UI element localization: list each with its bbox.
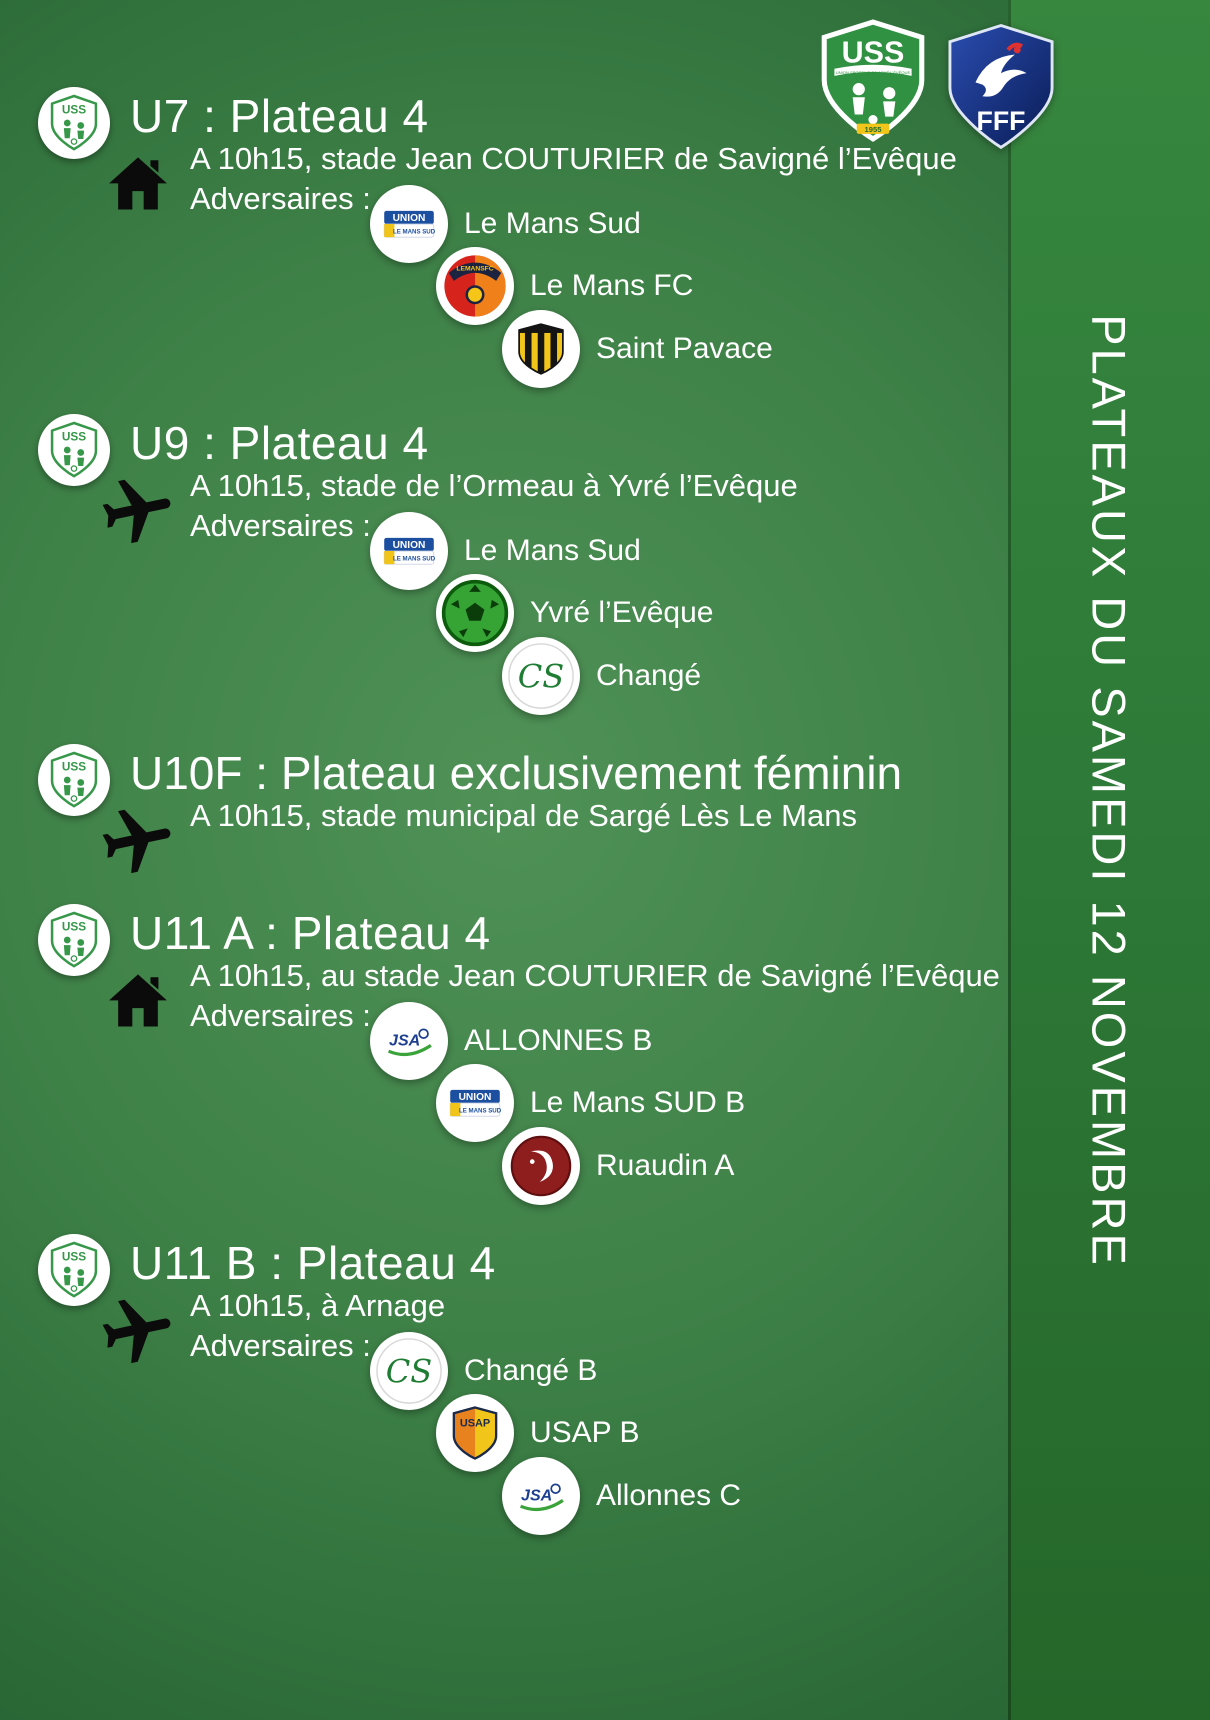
- saint-pavace-logo: [502, 310, 580, 388]
- jsa-allonnes-logo: [370, 1002, 448, 1080]
- opponent-name: Changé: [596, 659, 702, 692]
- opponent-row: Allonnes C: [502, 1457, 741, 1535]
- usap-logo: [436, 1394, 514, 1472]
- adversaires-label: Adversaires :: [190, 508, 371, 543]
- plane-icon: [86, 798, 190, 884]
- section-u11b: U11 B : Plateau 4 A 10h15, à Arnage Adve…: [38, 1232, 1003, 1552]
- opponent-name: Le Mans Sud: [464, 207, 641, 240]
- opponent-row: Yvré l’Evêque: [436, 574, 713, 652]
- jsa-allonnes-logo: [502, 1457, 580, 1535]
- venue-text: A 10h15, stade Jean COUTURIER de Savigné…: [190, 141, 957, 176]
- uss-badge: [38, 414, 110, 486]
- change-logo: [370, 1332, 448, 1410]
- opponent-row: Ruaudin A: [502, 1127, 734, 1205]
- venue-text: A 10h15, à Arnage: [190, 1288, 446, 1323]
- opponent-row: Le Mans FC: [436, 247, 693, 325]
- opponent-row: Changé: [502, 637, 701, 715]
- venue-text: A 10h15, stade de l’Ormeau à Yvré l’Evêq…: [190, 468, 798, 503]
- plane-icon: [86, 1288, 190, 1374]
- opponent-name: Saint Pavace: [596, 332, 773, 365]
- le-mans-sud-logo: [370, 512, 448, 590]
- opponent-row: Le Mans SUD B: [436, 1064, 745, 1142]
- le-mans-fc-logo: [436, 247, 514, 325]
- sidebar-date-title: PLATEAUX DU SAMEDI 12 NOVEMBRE: [1082, 314, 1136, 1268]
- uss-badge: [38, 1234, 110, 1306]
- le-mans-sud-logo: [370, 185, 448, 263]
- yvre-leveque-logo: [436, 574, 514, 652]
- change-logo: [502, 637, 580, 715]
- opponent-name: USAP B: [530, 1416, 640, 1449]
- section-u9: U9 : Plateau 4 A 10h15, stade de l’Ormea…: [38, 412, 1003, 732]
- venue-text: A 10h15, stade municipal de Sargé Lès Le…: [190, 798, 857, 833]
- fff-shield-icon: [942, 22, 1060, 152]
- section-title: U9 : Plateau 4: [130, 417, 429, 469]
- opponent-name: Le Mans SUD B: [530, 1086, 746, 1119]
- adversaires-label: Adversaires :: [190, 181, 371, 216]
- section-title: U7 : Plateau 4: [130, 90, 429, 142]
- ruaudin-logo: [502, 1127, 580, 1205]
- opponent-row: Changé B: [370, 1332, 597, 1410]
- opponent-name: Le Mans FC: [530, 269, 694, 302]
- plane-icon: [86, 468, 190, 554]
- opponent-name: Allonnes C: [596, 1479, 742, 1512]
- section-details: A 10h15, stade municipal de Sargé Lès Le…: [190, 796, 857, 836]
- opponent-row: Le Mans Sud: [370, 512, 641, 590]
- section-title: U11 B : Plateau 4: [130, 1237, 496, 1289]
- uss-club-logo: [816, 18, 930, 144]
- section-title: U11 A : Plateau 4: [130, 907, 491, 959]
- section-details: A 10h15, stade Jean COUTURIER de Savigné…: [190, 139, 957, 219]
- opponent-row: USAP B: [436, 1394, 640, 1472]
- section-title: U10F : Plateau exclusivement féminin: [130, 747, 903, 799]
- adversaires-label: Adversaires :: [190, 1328, 371, 1363]
- section-details: A 10h15, stade de l’Ormeau à Yvré l’Evêq…: [190, 466, 798, 546]
- home-icon: [86, 958, 190, 1044]
- opponent-name: Ruaudin A: [596, 1149, 735, 1182]
- section-u10f: U10F : Plateau exclusivement féminin A 1…: [38, 742, 1003, 892]
- opponent-row: ALLONNES B: [370, 1002, 652, 1080]
- le-mans-sud-logo: [436, 1064, 514, 1142]
- opponent-name: ALLONNES B: [464, 1024, 653, 1057]
- opponent-row: Saint Pavace: [502, 310, 773, 388]
- uss-badge: [38, 87, 110, 159]
- fff-federation-logo: [942, 22, 1060, 152]
- section-u11a: U11 A : Plateau 4 A 10h15, au stade Jean…: [38, 902, 1003, 1222]
- home-icon: [86, 141, 190, 227]
- opponent-name: Yvré l’Evêque: [530, 596, 714, 629]
- section-u7: U7 : Plateau 4 A 10h15, stade Jean COUTU…: [38, 85, 1003, 405]
- date-sidebar: PLATEAUX DU SAMEDI 12 NOVEMBRE: [1008, 0, 1210, 1720]
- section-details: A 10h15, à Arnage Adversaires :: [190, 1286, 445, 1366]
- uss-badge: [38, 744, 110, 816]
- opponent-row: Le Mans Sud: [370, 185, 641, 263]
- adversaires-label: Adversaires :: [190, 998, 371, 1033]
- venue-text: A 10h15, au stade Jean COUTURIER de Savi…: [190, 958, 1000, 993]
- uss-shield-icon: [816, 18, 930, 144]
- opponent-name: Le Mans Sud: [464, 534, 641, 567]
- opponent-name: Changé B: [464, 1354, 598, 1387]
- section-details: A 10h15, au stade Jean COUTURIER de Savi…: [190, 956, 1000, 1036]
- uss-badge: [38, 904, 110, 976]
